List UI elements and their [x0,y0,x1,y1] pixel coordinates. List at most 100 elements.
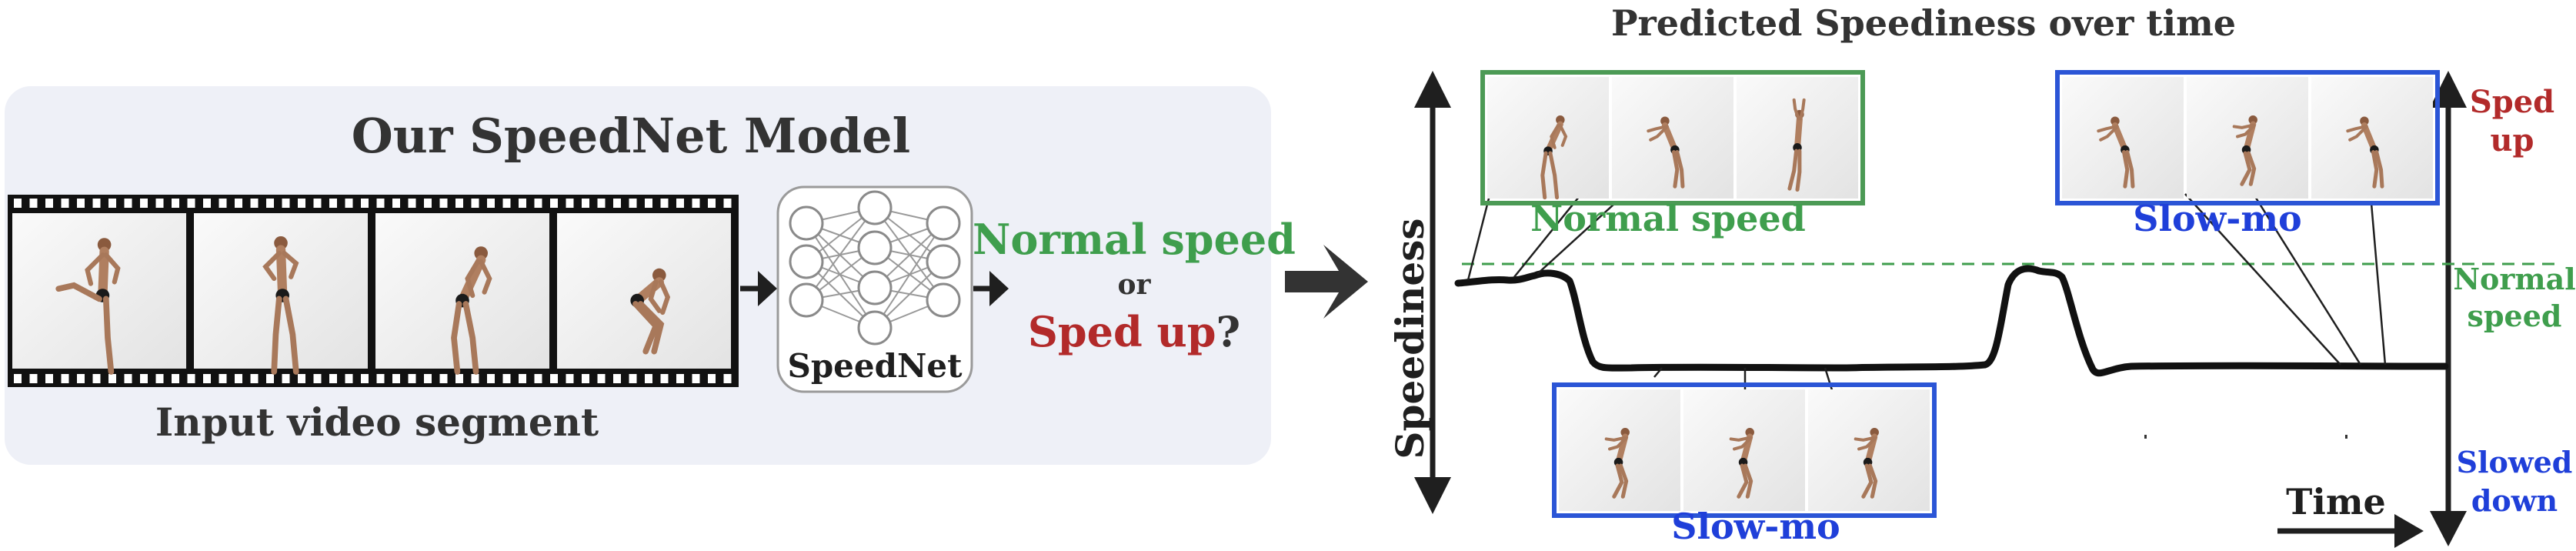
x-axis-label: Time [2286,481,2386,523]
figure-arm [658,279,671,316]
sprocket-hole [723,374,732,383]
figure-leg [2125,150,2135,189]
figure-leg [2246,151,2257,186]
figure-arm [648,279,662,313]
thumb-figure [1647,116,1685,189]
y-axis-left-arrow-bottom [1414,477,1451,514]
sprocket-hole [439,374,448,383]
question-normal-speed: Normal speed [973,215,1296,264]
sprocket-hole [235,374,242,383]
sprocket-hole [329,199,337,208]
arrow-network-to-question-head [989,271,1009,306]
network-node [857,310,893,346]
caption-slowmo-bottom: Slow-mo [1671,506,1840,547]
figure-leg [1548,151,1560,200]
figure-torso [457,255,486,306]
thumb-frame [1487,77,1609,199]
figure-arm [1792,98,1800,121]
sprocket-hole [660,199,669,208]
sprocket-hole [455,374,463,383]
sprocket-hole [424,374,432,383]
sprocket-hole [660,374,669,383]
figure-head [1620,428,1630,437]
connector-slowmo-b-1 [1653,367,1663,378]
thumb-figure [1787,98,1806,192]
figure-head [1556,115,1565,125]
figure-head [1870,428,1879,437]
sprocket-hole [566,199,574,208]
sprocket-hole [266,199,274,208]
figure-arm [1733,436,1753,451]
figure-head [2248,115,2257,125]
network-node [789,282,824,318]
question-sped-up-text: Sped up [1028,307,1216,356]
sprocket-hole [597,199,606,208]
thumb-figure [1729,428,1754,499]
figure-arm [1604,436,1626,442]
left-panel: Our SpeedNet Model Input video segment S… [5,86,1296,465]
network-node [789,205,824,241]
sprocket-hole [250,199,259,208]
right-panel-title: Predicted Speediness over time [1611,2,2236,44]
sprocket-hole [77,199,85,208]
figure-leg [1671,150,1680,189]
figure-leg [2240,151,2252,186]
network-nodes [789,190,961,346]
figure-leg [451,301,462,375]
sprocket-hole [566,374,574,383]
figure-arm [2348,125,2368,142]
question-sped-up: Sped up? [1028,307,1240,356]
sprocket-hole [361,374,369,383]
figure-leg [1675,150,1685,189]
sprocket-hole [408,374,416,383]
figure-arm [2232,123,2254,129]
film-frame-figure [451,246,492,375]
sprocket-hole [155,199,164,208]
sprocket-hole [298,199,305,208]
network-node [926,244,961,279]
figure-torso [98,246,109,301]
figure-leg [462,301,479,375]
figure-head [2360,116,2369,126]
y-axis-right-arrow-bottom [2430,511,2467,546]
thumbnail-groups [1480,70,2440,518]
sprocket-hole [471,374,479,383]
sprocket-hole [550,199,558,208]
sprocket-hole [140,374,148,383]
sprocket-hole [266,374,274,383]
figure-arm [1729,436,1750,442]
sprocket-hole [392,199,400,208]
label-up: up [2490,122,2534,159]
network-node [857,230,893,265]
sprocket-hole [298,374,305,383]
sprocket-hole [203,199,211,208]
label-down: down [2471,483,2558,518]
thumb-group-slowmo-top [2055,70,2440,205]
sprocket-hole [519,374,526,383]
sprocket-hole [519,199,526,208]
figure-torso [275,245,288,301]
tick-mark-1 [2144,435,2147,439]
thumb-group-border [2055,70,2440,205]
sprocket-hole [282,199,290,208]
sprocket-hole [92,374,101,383]
sprocket-hole [313,374,322,383]
figure-head [274,236,288,250]
figure-leg [1618,463,1629,499]
figure-arm [1649,125,1669,142]
figure-leg [55,282,102,302]
sprocket-hole [534,199,542,208]
sprocket-hole [408,199,416,208]
figure-arm [479,259,492,295]
left-panel-title: Our SpeedNet Model [352,108,910,164]
figure-leg [2371,150,2379,189]
sprocket-hole [108,199,116,208]
thumb-connectors [1467,189,2387,393]
sprocket-hole [471,199,479,208]
film-caption: Input video segment [155,399,599,445]
sprocket-hole [124,374,132,383]
sprocket-hole [187,199,195,208]
sprocket-hole [629,374,637,383]
thumb-figure [2232,115,2257,186]
thumb-figure [1854,428,1879,499]
